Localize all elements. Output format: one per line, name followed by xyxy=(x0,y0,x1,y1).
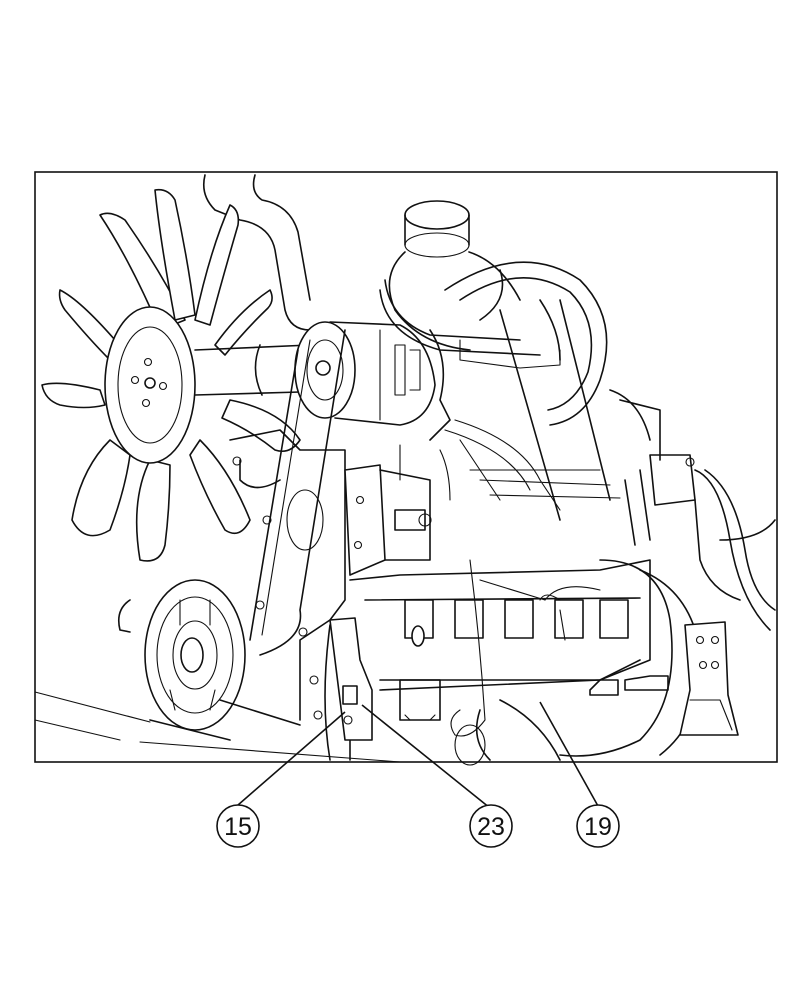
intake-pipe-top xyxy=(404,200,470,230)
drive-belt xyxy=(249,329,346,656)
leader-line-19 xyxy=(539,701,599,807)
engine-mount-right xyxy=(679,621,739,736)
illustration-frame xyxy=(34,171,778,763)
engine-illustration xyxy=(34,174,776,766)
callout-19-label: 19 xyxy=(584,813,612,841)
cylinder-head-blocks xyxy=(404,594,629,647)
callout-23: 23 xyxy=(469,804,513,848)
crank-pulley xyxy=(117,579,246,731)
leader-line-15 xyxy=(237,711,346,806)
mounting-bracket xyxy=(324,617,373,761)
injection-pump xyxy=(344,439,501,576)
cooling-fan xyxy=(41,188,301,562)
callout-23-label: 23 xyxy=(477,813,505,841)
callout-19: 19 xyxy=(576,804,620,848)
fan-hub xyxy=(104,306,196,464)
alternator xyxy=(294,321,451,441)
callout-15-label: 15 xyxy=(224,813,252,841)
callout-15: 15 xyxy=(216,804,260,848)
leader-line-23 xyxy=(361,704,491,809)
